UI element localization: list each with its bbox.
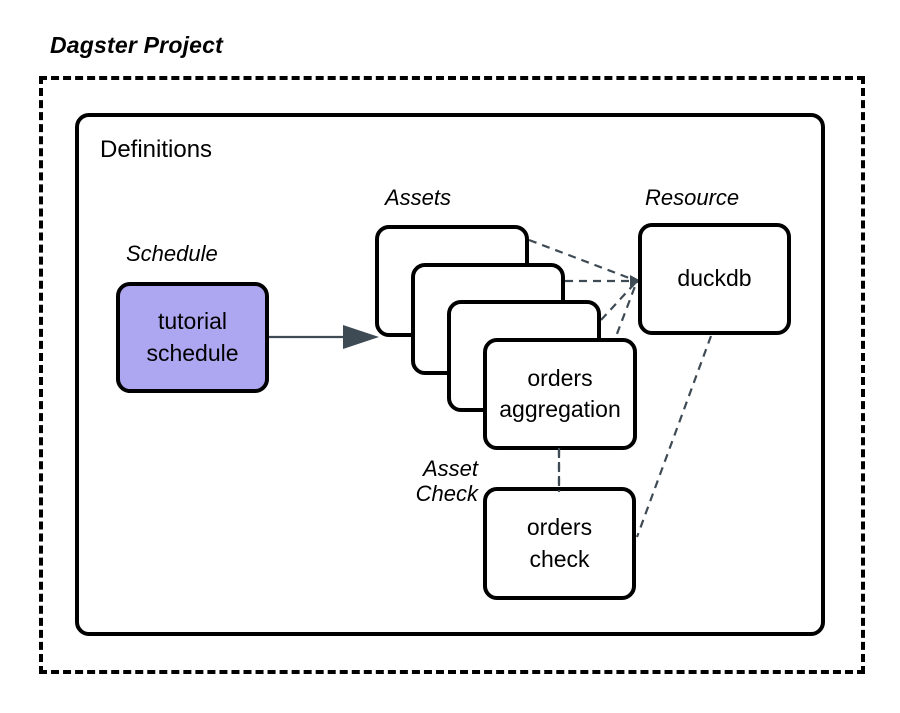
node-orders-check-text: orders check bbox=[521, 512, 598, 574]
node-tutorial-schedule-text: tutorial schedule bbox=[140, 306, 244, 368]
node-duckdb[interactable]: duckdb bbox=[638, 223, 791, 335]
group-label-asset-check: Asset Check bbox=[415, 456, 478, 506]
node-tutorial-schedule-line1: tutorial bbox=[157, 308, 228, 335]
node-tutorial-schedule[interactable]: tutorial schedule bbox=[116, 282, 269, 393]
group-label-schedule: Schedule bbox=[126, 241, 218, 266]
node-orders-check-line2: check bbox=[529, 545, 590, 572]
node-orders-aggregation-text: orders aggregation bbox=[493, 363, 627, 425]
group-label-assets: Assets bbox=[385, 185, 452, 210]
node-orders-aggregation-line1: orders bbox=[527, 364, 593, 391]
dagster-project-boundary bbox=[39, 76, 865, 674]
node-orders-aggregation-line2: aggregation bbox=[499, 396, 621, 422]
node-orders-check[interactable]: orders check bbox=[483, 487, 636, 600]
node-duckdb-label: duckdb bbox=[677, 265, 752, 292]
project-title: Dagster Project bbox=[50, 32, 224, 58]
definitions-boundary bbox=[75, 113, 825, 636]
group-label-resource: Resource bbox=[645, 185, 740, 210]
node-tutorial-schedule-line2: schedule bbox=[146, 339, 239, 366]
node-orders-aggregation[interactable]: orders aggregation bbox=[483, 338, 637, 450]
definitions-label: Definitions bbox=[100, 136, 213, 163]
node-orders-check-line1: orders bbox=[526, 514, 593, 541]
